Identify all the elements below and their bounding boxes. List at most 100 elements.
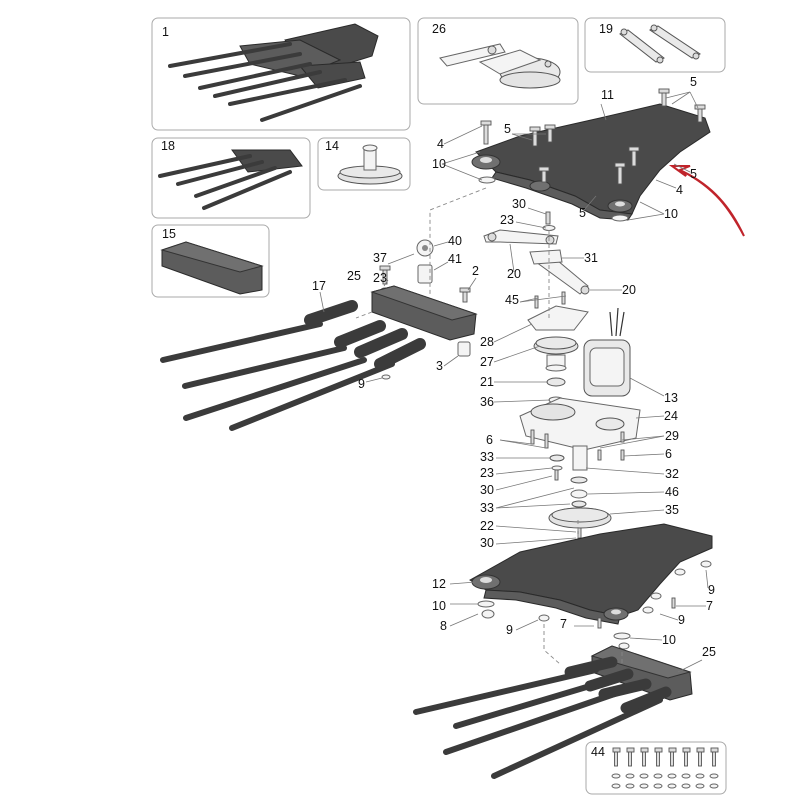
leader-lines [319,91,709,673]
leader-line-10 [629,637,663,641]
callout-5: 5 [690,167,697,181]
callout-10: 10 [432,599,446,613]
leader-line-30 [495,537,577,545]
inset-part-18 [151,137,311,219]
left-small-parts [379,239,471,380]
leader-line-4 [655,179,677,189]
leader-line-9 [365,377,383,383]
callout-10: 10 [432,157,446,171]
callout-21: 21 [480,375,494,389]
callout-9: 9 [358,377,365,391]
callout-6: 6 [486,433,493,447]
callout-6: 6 [665,447,672,461]
gear-35 [548,507,612,539]
leader-line-46 [587,491,665,495]
leader-line-5 [665,91,691,99]
leader-line-4 [443,125,483,145]
leader-line-10 [441,163,483,181]
rods-17 [160,300,426,431]
screw-44 [611,747,621,789]
callout-37: 37 [373,251,387,265]
inset-part-14 [317,137,411,191]
leader-line-6 [499,439,547,449]
screw-44 [667,747,677,789]
callout-20: 20 [507,267,521,281]
callout-27: 27 [480,355,494,369]
leader-line-33 [495,487,575,509]
callout-24: 24 [664,409,678,423]
leader-line-25 [677,659,703,673]
callout-20: 20 [622,283,636,297]
upper-frame-11 [471,103,711,221]
frame-screws [480,88,706,185]
leader-line-12 [449,581,477,585]
leader-line-10 [441,151,481,165]
callout-31: 31 [584,251,598,265]
callout-22: 22 [480,519,494,533]
callout-14: 14 [325,139,339,153]
callout-9: 9 [708,583,715,597]
callout-12: 12 [432,577,446,591]
callout-30: 30 [480,536,494,550]
leader-line-24 [635,415,665,419]
leader-line-36 [493,399,551,403]
callout-40: 40 [448,234,462,248]
leader-line-11 [600,103,607,121]
screw-44 [681,747,691,789]
screw-44 [695,747,705,789]
leader-line-32 [585,467,665,475]
leader-line-9 [705,569,709,589]
callout-45: 45 [505,293,519,307]
callout-5: 5 [690,75,697,89]
leader-line-28 [493,323,533,343]
callout-9: 9 [678,613,685,627]
callout-11: 11 [601,88,614,102]
callout-30: 30 [480,483,494,497]
leader-line-30 [495,475,553,491]
leader-line-5 [671,91,691,105]
leader-line-33 [495,503,571,509]
leader-line-8 [449,613,479,627]
lower-frame-12 [469,523,713,625]
leader-line-9 [659,613,679,621]
lower-small-parts [477,560,712,650]
bottom-assembly-25 [413,645,693,779]
callout-9: 9 [506,623,513,637]
highlight-arrow [668,165,745,237]
leader-line-5 [689,91,699,109]
callout-29: 29 [665,429,679,443]
leader-line-35 [609,509,665,515]
leader-line-17 [319,291,325,313]
callout-5: 5 [579,206,586,220]
leader-line-5 [583,195,597,211]
callout-46: 46 [665,485,679,499]
callout-8: 8 [440,619,447,633]
callout-7: 7 [560,617,567,631]
leader-line-37 [387,253,415,265]
leader-line-2 [467,277,477,291]
callout-1: 1 [162,25,169,39]
leader-line-23 [495,467,553,475]
callout-4: 4 [437,137,444,151]
leader-line-13 [629,377,665,397]
callout-23: 23 [480,466,494,480]
callout-18: 18 [161,139,175,153]
gear-stack [527,291,589,404]
callout-36: 36 [480,395,494,409]
leader-line-5 [511,133,533,141]
leader-line-23 [515,221,547,229]
leader-line-23 [383,279,389,287]
callout-28: 28 [480,335,494,349]
inset-part-44 [585,741,727,795]
callout-3: 3 [436,359,443,373]
callout-25: 25 [702,645,716,659]
screw-44 [625,747,635,789]
callout-26: 26 [432,22,446,36]
leader-line-5 [673,163,691,173]
callout-17: 17 [312,279,326,293]
leader-line-30 [527,207,547,215]
leader-line-6 [623,453,665,457]
leader-line-40 [433,241,449,247]
